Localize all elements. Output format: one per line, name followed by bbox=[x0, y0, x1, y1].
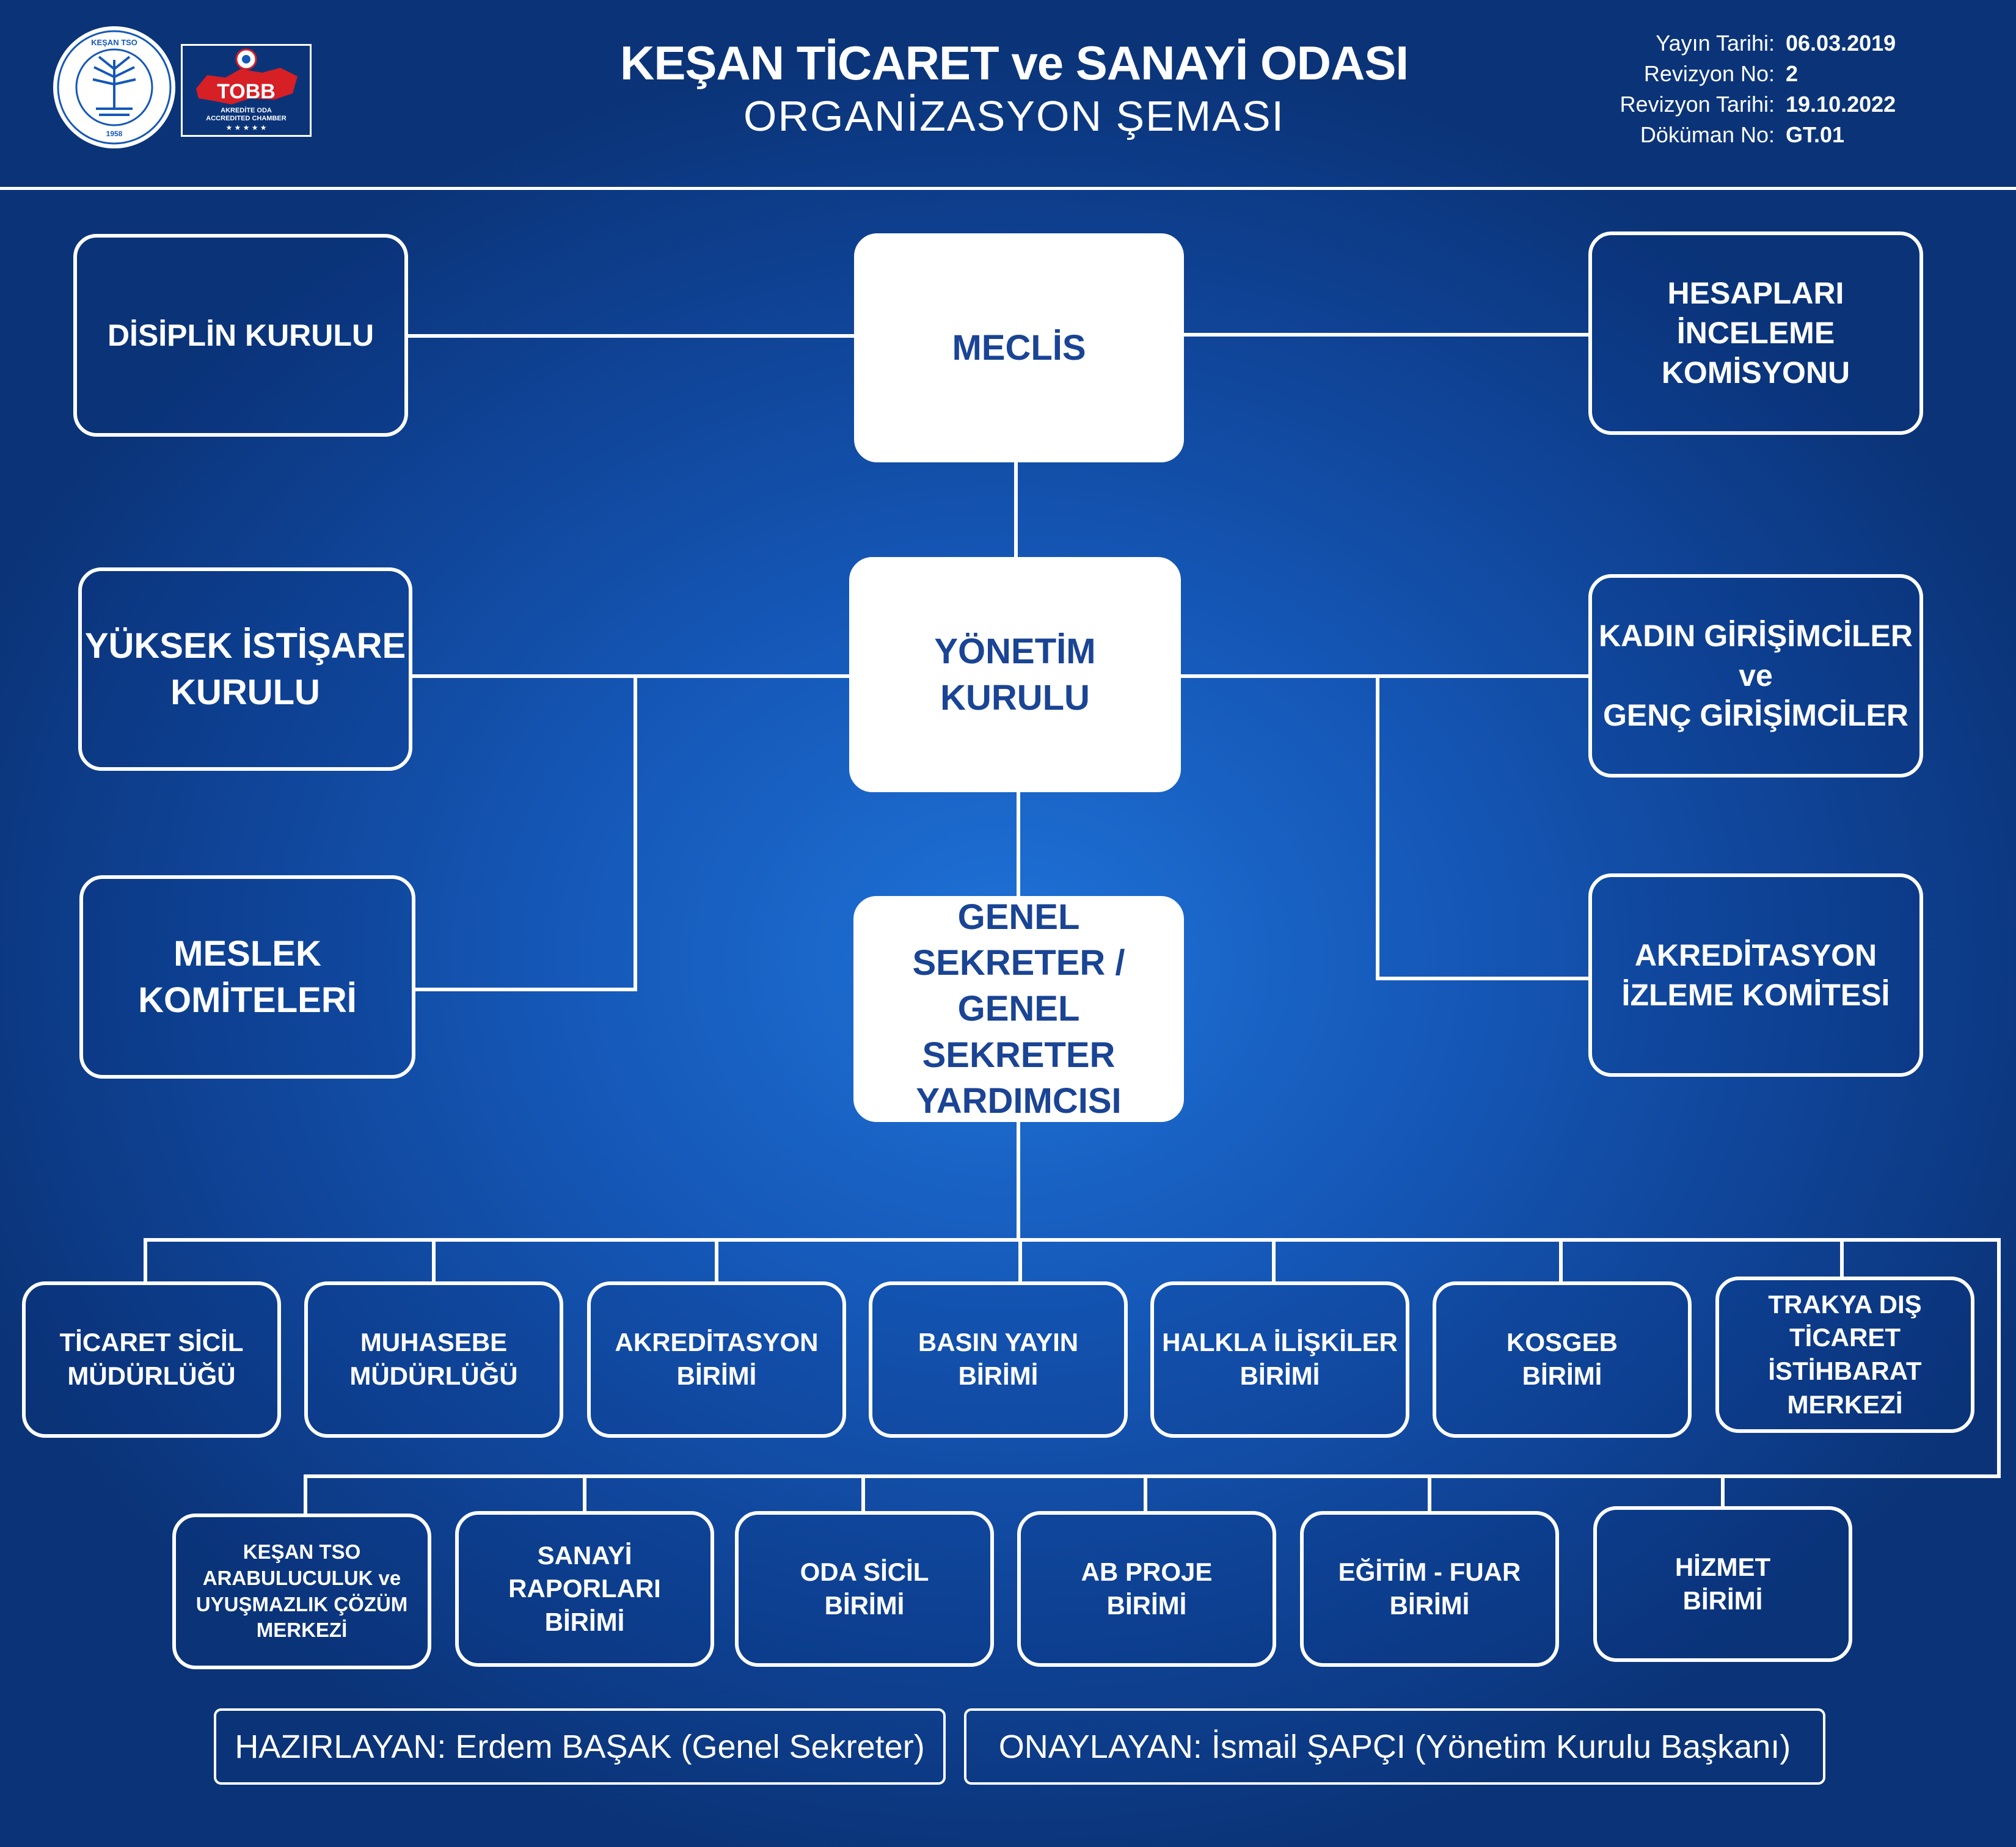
page-subtitle: ORGANİZASYON ŞEMASI bbox=[743, 92, 1285, 140]
tobb-caption-1: AKREDİTE ODA bbox=[221, 107, 272, 114]
approved-by: ONAYLAYAN: İsmail ŞAPÇI (Yönetim Kurulu … bbox=[964, 1708, 1825, 1785]
unit-ab-proje: AB PROJE BİRİMİ bbox=[1017, 1511, 1276, 1667]
chamber-seal-logo: KEŞAN TSO 1958 bbox=[53, 26, 175, 148]
node-meslek-komiteleri: MESLEK KOMİTELERİ bbox=[79, 875, 415, 1079]
node-meclis: MECLİS bbox=[854, 233, 1184, 462]
unit-kosgeb: KOSGEB BİRİMİ bbox=[1433, 1281, 1692, 1438]
header-divider bbox=[0, 187, 2016, 190]
page-title: KEŞAN TİCARET ve SANAYİ ODASI bbox=[619, 36, 1409, 90]
unit-oda-sicil: ODA SİCİL BİRİMİ bbox=[735, 1511, 994, 1667]
meta-value-4: GT.01 bbox=[1786, 122, 1845, 147]
unit-sanayi-raporlari: SANAYİ RAPORLARI BİRİMİ bbox=[455, 1511, 714, 1667]
tobb-name: TOBB bbox=[217, 80, 276, 103]
node-akreditasyon-izleme: AKREDİTASYON İZLEME KOMİTESİ bbox=[1588, 873, 1923, 1077]
meta-label-2: Revizyon No: bbox=[1643, 61, 1775, 86]
tobb-map-icon bbox=[196, 48, 298, 104]
unit-arabuluculuk: KEŞAN TSO ARABULUCULUK ve UYUŞMAZLIK ÇÖZ… bbox=[172, 1514, 431, 1669]
svg-text:1958: 1958 bbox=[106, 129, 123, 138]
unit-akreditasyon: AKREDİTASYON BİRİMİ bbox=[587, 1281, 846, 1438]
tobb-caption-2: ACCREDITED CHAMBER bbox=[206, 115, 287, 122]
meta-value-3: 19.10.2022 bbox=[1786, 92, 1896, 117]
meta-label-4: Döküman No: bbox=[1640, 122, 1775, 147]
unit-halkla-iliskiler: HALKLA İLİŞKİLER BİRİMİ bbox=[1150, 1281, 1409, 1438]
node-kadin-genc-girisimciler: KADIN GİRİŞİMCİLER ve GENÇ GİRİŞİMCİLER bbox=[1588, 574, 1923, 778]
tobb-logo: TOBB AKREDİTE ODA ACCREDITED CHAMBER ★ ★… bbox=[181, 44, 312, 137]
meta-label-3: Revizyon Tarihi: bbox=[1620, 92, 1775, 117]
meta-value-2: 2 bbox=[1786, 61, 1799, 86]
node-disiplin-kurulu: DİSİPLİN KURULU bbox=[73, 234, 408, 437]
node-hesaplari-inceleme: HESAPLARI İNCELEME KOMİSYONU bbox=[1588, 231, 1923, 435]
tobb-stars: ★ ★ ★ ★ ★ bbox=[225, 123, 267, 132]
line-bus bbox=[144, 1238, 2001, 1515]
meta-label-1: Yayın Tarihi: bbox=[1656, 31, 1775, 56]
unit-muhasebe: MUHASEBE MÜDÜRLÜĞÜ bbox=[304, 1281, 563, 1438]
line-akreditasyon-branch bbox=[1376, 674, 1590, 980]
svg-text:KEŞAN TSO: KEŞAN TSO bbox=[91, 38, 137, 47]
prepared-by: HAZIRLAYAN: Erdem BAŞAK (Genel Sekreter) bbox=[214, 1708, 946, 1785]
unit-basin-yayin: BASIN YAYIN BİRİMİ bbox=[869, 1281, 1128, 1438]
node-yonetim-kurulu: YÖNETİM KURULU bbox=[849, 557, 1181, 792]
unit-ticaret-sicil: TİCARET SİCİL MÜDÜRLÜĞÜ bbox=[22, 1281, 281, 1438]
unit-trakya-dis-ticaret: TRAKYA DIŞ TİCARET İSTİHBARAT MERKEZİ bbox=[1715, 1277, 1974, 1433]
unit-egitim-fuar: EĞİTİM - FUAR BİRİMİ bbox=[1300, 1511, 1559, 1667]
meta-value-1: 06.03.2019 bbox=[1786, 31, 1896, 56]
node-yuksek-istisare: YÜKSEK İSTİŞARE KURULU bbox=[78, 567, 412, 771]
node-genel-sekreter: GENEL SEKRETER / GENEL SEKRETER YARDIMCI… bbox=[853, 896, 1184, 1122]
line-meslek-branch bbox=[414, 674, 637, 991]
unit-hizmet: HİZMET BİRİMİ bbox=[1593, 1506, 1852, 1662]
